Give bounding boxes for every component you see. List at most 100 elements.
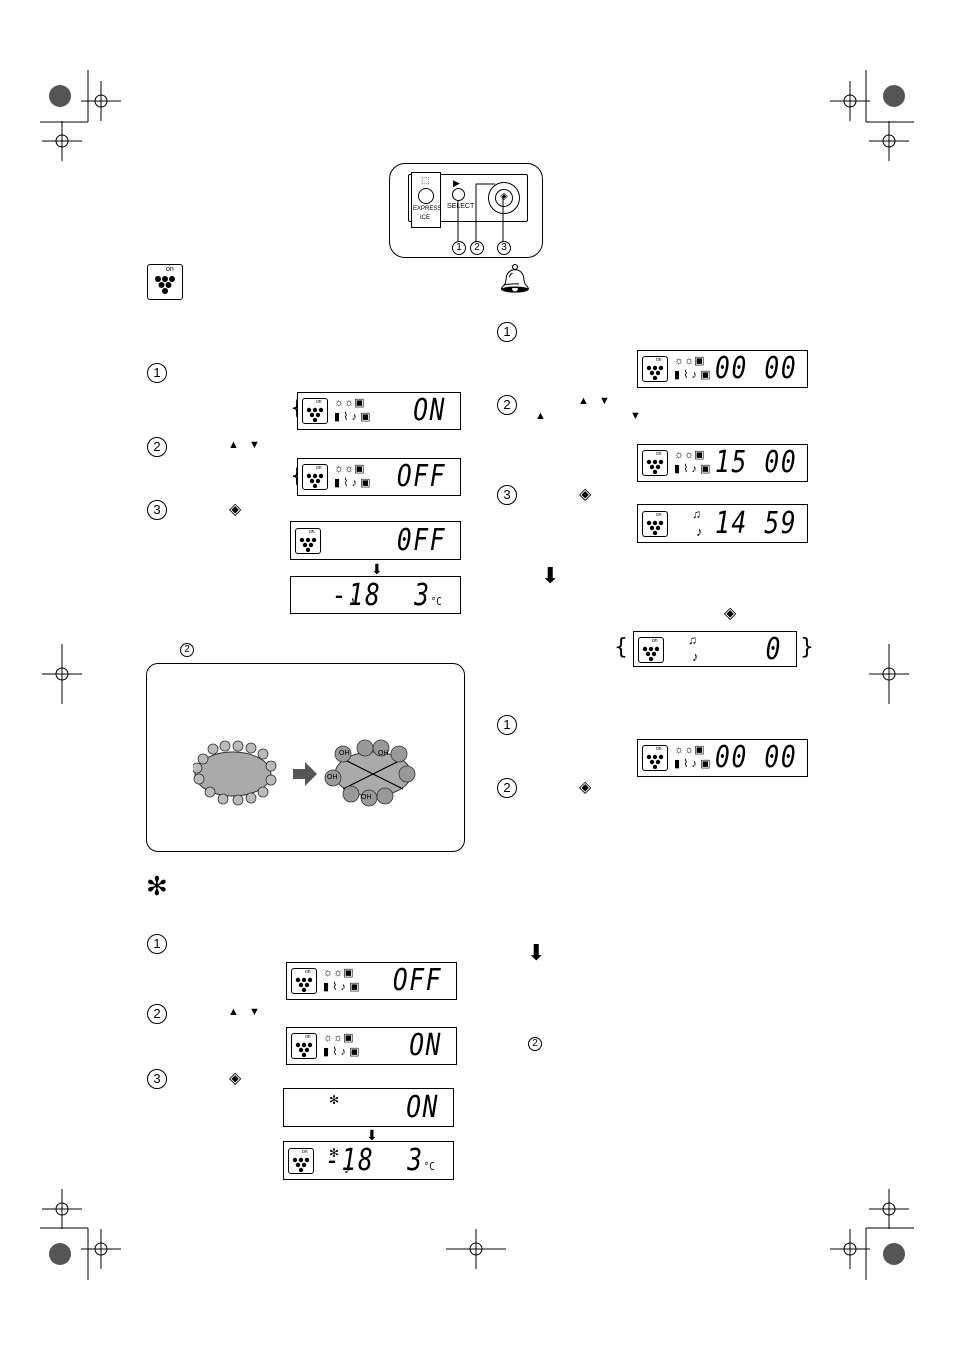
callout-2: 2 [470, 241, 484, 255]
ion-cleaning-diagram [193, 739, 416, 807]
display-ion-icon: on [638, 637, 664, 663]
alarm-0000-value: 00 00 [714, 351, 797, 386]
alarm-display-1459: on ♫ ♪ 14 59 [637, 504, 808, 543]
grape-icon [306, 473, 324, 488]
cancel-step-1: 1 [497, 715, 517, 735]
express-start-icon: ◈ [229, 1070, 242, 1087]
alarm-1500-value: 15 00 [714, 445, 797, 480]
alarm-icon: ♫ [688, 633, 697, 647]
cancel-display-0000: on ☼☼▣▮ ⌇ ♪ ▣ 00 00 [637, 739, 808, 777]
express-on-value: ON [409, 1028, 442, 1063]
music-note-icon: ♪ [349, 593, 356, 608]
display-ion-icon: on [642, 745, 668, 771]
oh-label-2: OH [378, 750, 389, 757]
ion-section-icon: on [147, 264, 183, 300]
display-status-icons: ☼☼▣▮ ⌇ ♪ ▣ [334, 463, 371, 489]
ion-label: on [166, 266, 174, 273]
ion-on-label: on [309, 529, 315, 535]
ion-on-label: on [656, 746, 662, 752]
ion-down-arrow: ▼ [249, 439, 260, 451]
alarm-zero-blink-right: } [800, 635, 814, 660]
display-status-icons: ☼☼▣▮ ⌇ ♪ ▣ [674, 744, 711, 770]
freeze-icon: ✻ [329, 1146, 340, 1160]
grape-icon [299, 537, 317, 552]
ion-on-label: on [316, 465, 322, 471]
express-confirm-value: ON [406, 1090, 439, 1125]
express-button-circle[interactable] [418, 188, 434, 204]
display-status-icons: ☼☼▣▮ ⌇ ♪ ▣ [334, 397, 371, 423]
down-arrow-icon: ⬇ [366, 1127, 378, 1143]
ion-explanation-box: OH OH OH OH [146, 663, 465, 852]
alarm-stop-start-icon: ◈ [724, 605, 737, 622]
display-ion-icon: on [302, 464, 328, 490]
display-ion-icon: on [288, 1148, 314, 1174]
express-step-1: 1 [147, 934, 167, 954]
grape-icon [646, 520, 664, 535]
off-confirm-value: 0FF [396, 523, 446, 558]
alarm-down-arrow-2: ▼ [630, 410, 641, 422]
alarm-zero-blink-left: { [614, 635, 628, 660]
ice-label: ICE [420, 215, 431, 221]
alarm-bell-icon: 🔔︎ [497, 263, 533, 294]
express-up-arrow: ▲ [228, 1006, 239, 1018]
display-ion-icon: on [642, 511, 668, 537]
display-ion-icon: on [295, 528, 321, 554]
music-note-icon: ♪ [344, 1161, 351, 1176]
alarm-zero-value: 0 [765, 632, 782, 667]
express-on-display: on ☼☼▣▮ ⌇ ♪ ▣ ON [286, 1027, 457, 1065]
display-ion-icon: on [642, 450, 668, 476]
ion-step-3: 3 [147, 500, 167, 520]
alarm-up-arrow: ▲ [578, 395, 589, 407]
alarm-step-1: 1 [497, 322, 517, 342]
express-step-3: 3 [147, 1069, 167, 1089]
grape-icon [292, 1157, 310, 1172]
grape-icon [306, 407, 324, 422]
ion-on-label: on [305, 1034, 311, 1040]
express-freeze-icon: ✻ [146, 871, 168, 901]
control-panel: ⬚ EXPRESS ICE ▶ SELECT ◈ 1 2 3 [389, 163, 543, 258]
alarm-1459-value: 14 59 [714, 506, 797, 541]
oh-label-4: OH [361, 794, 372, 801]
alarm-icon: ♫ [692, 507, 701, 521]
ref-step-2-right: 2 [528, 1037, 542, 1051]
express-confirm-display: ✻ ON [283, 1088, 454, 1127]
display-ion-icon: on [642, 356, 668, 382]
select-label: SELECT [447, 203, 475, 210]
display-status-icons: ☼☼▣▮ ⌇ ♪ ▣ [674, 355, 711, 381]
music-note-icon: ♪ [692, 649, 699, 664]
oh-label-3: OH [327, 774, 338, 781]
ion-on-label: on [652, 638, 658, 644]
music-note-icon: ♪ [696, 524, 703, 539]
ion-on-label: on [656, 357, 662, 363]
express-ice-button-box[interactable]: ⬚ EXPRESS ICE [411, 172, 441, 228]
grape-icon [646, 754, 664, 769]
ion-temp-display: ♪ -18 3°C [290, 576, 461, 614]
ion-on-value: ON [413, 393, 446, 428]
ion-off-value: OFF [396, 459, 446, 494]
ice-cube-icon: ⬚ [421, 175, 430, 185]
display-ion-icon: on [291, 1033, 317, 1059]
callout-1: 1 [452, 241, 466, 255]
temperature-value: -18 3°C [325, 1143, 435, 1178]
up-down-dial[interactable] [488, 182, 520, 214]
grape-icon [642, 646, 660, 661]
callout-3: 3 [497, 241, 511, 255]
ion-on-label: on [305, 969, 311, 975]
ion-on-display: on ☼☼▣▮ ⌇ ♪ ▣ ON [297, 392, 461, 430]
cancel-0000-value: 00 00 [714, 740, 797, 775]
display-ion-icon: on [291, 968, 317, 994]
display-status-icons: ☼☼▣▮ ⌇ ♪ ▣ [674, 449, 711, 475]
grape-icon [646, 459, 664, 474]
ref-step-2: 2 [180, 643, 194, 657]
cancel-step-2: 2 [497, 778, 517, 798]
freeze-icon: ✻ [329, 1093, 340, 1107]
express-temp-display: on ✻ ♪ -18 3°C [283, 1141, 454, 1180]
ion-on-label: on [316, 399, 322, 405]
play-icon: ▶ [453, 178, 460, 188]
ion-up-arrow: ▲ [228, 439, 239, 451]
start-icon[interactable]: ◈ [495, 189, 513, 207]
alarm-up-arrow-2: ▲ [535, 410, 546, 422]
grape-icon [155, 276, 175, 294]
ion-on-label: on [656, 451, 662, 457]
